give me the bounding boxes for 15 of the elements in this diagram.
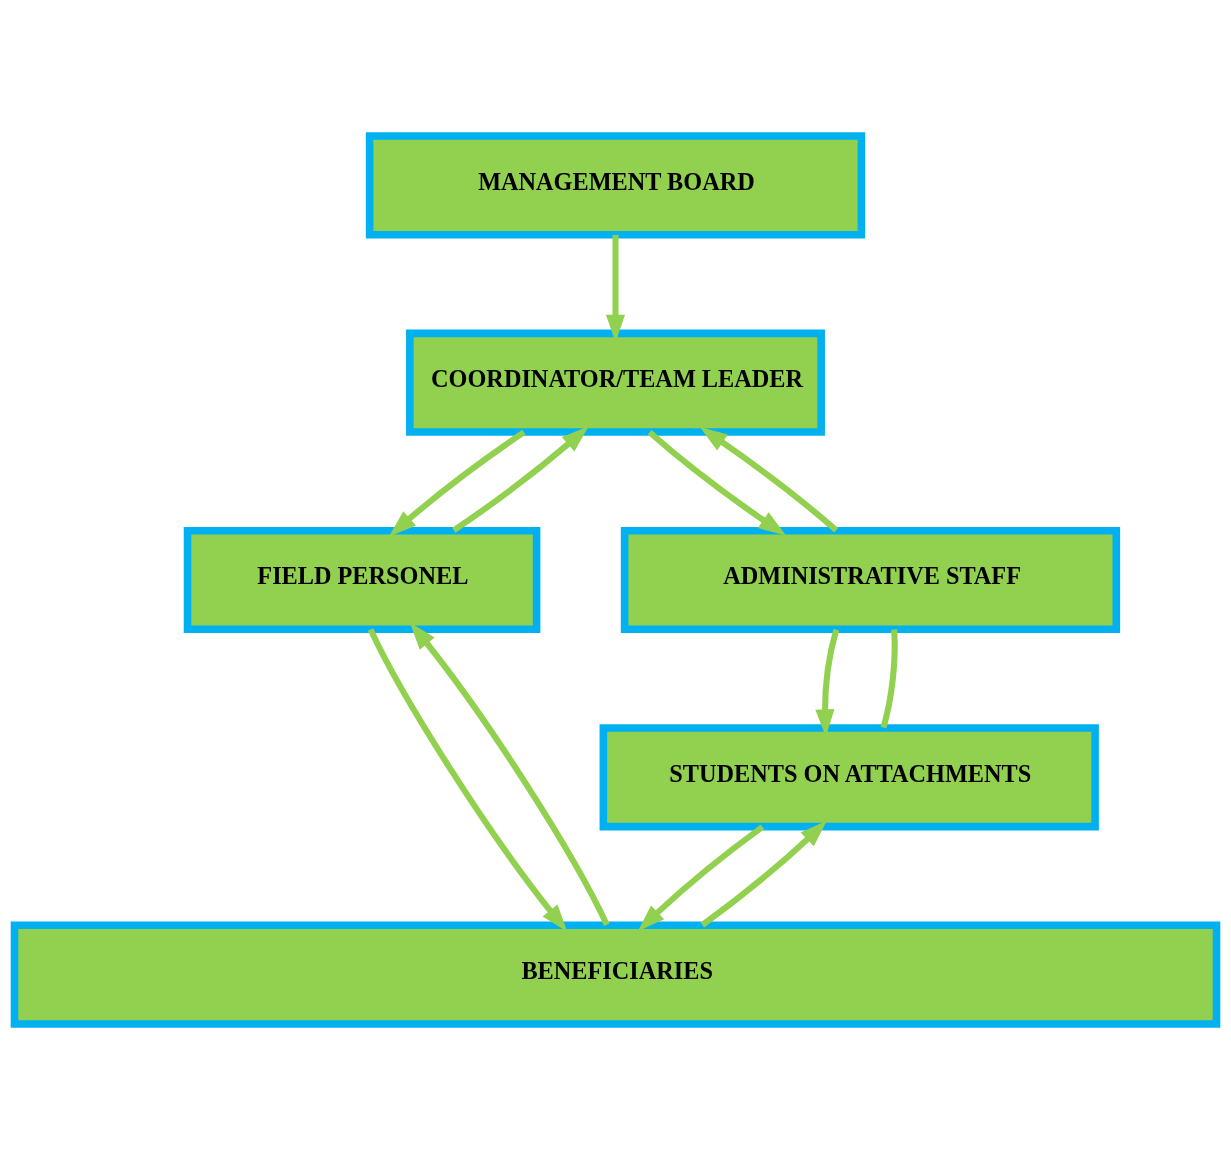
node-box: BENEFICIARIES — [10, 921, 1221, 1028]
arrow — [409, 622, 610, 926]
node-box: ADMINISTRATIVE STAFF — [620, 526, 1121, 634]
arrow — [367, 628, 568, 932]
arrow — [637, 824, 765, 932]
arrow — [388, 429, 526, 537]
node-box: COORDINATOR/TEAM LEADER — [406, 329, 825, 436]
node-box: MANAGEMENT BOARD — [365, 132, 866, 239]
connector — [880, 629, 898, 729]
arrow — [452, 426, 589, 533]
arrow — [647, 429, 786, 536]
arrow — [700, 820, 827, 928]
arrow — [699, 427, 839, 533]
node-box: STUDENTS ON ATTACHMENTS — [599, 724, 1099, 831]
node-box: FIELD PERSONEL — [183, 526, 541, 634]
